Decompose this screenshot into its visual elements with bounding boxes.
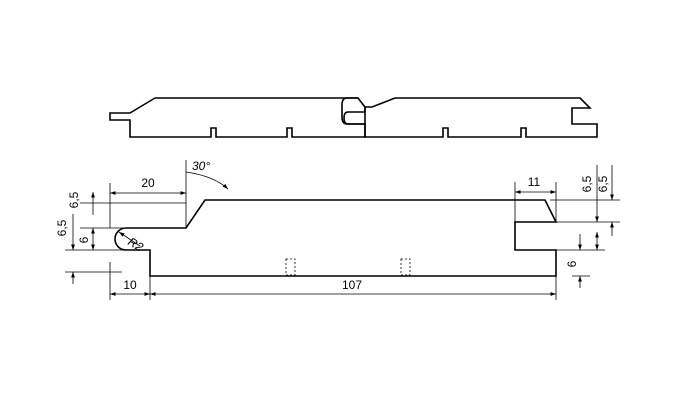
dimensions: 20 30° 6,5 6 6,5 R2 10 107 11 — [55, 159, 620, 300]
relief-slot-right — [400, 258, 411, 276]
dim-board-width: 107 — [342, 278, 362, 292]
assembled-boards — [109, 97, 598, 138]
dim-top-width: 20 — [141, 176, 155, 190]
left-board-outline — [109, 97, 366, 138]
dim-groove-depth: 11 — [528, 175, 541, 189]
relief-slot-left — [285, 258, 296, 276]
right-board-outline — [343, 97, 598, 138]
dim-right-lower: 6 — [565, 260, 579, 267]
dim-tongue-length: 10 — [123, 278, 137, 292]
dim-angle: 30° — [192, 159, 210, 173]
dim-right-upper-b: 6,5 — [580, 175, 594, 192]
dim-radius: R2 — [126, 234, 147, 254]
board-profile-outline — [114, 199, 558, 277]
dim-right-upper-a: 6,5 — [596, 175, 610, 192]
single-board-profile — [114, 199, 558, 277]
dim-left-offset: 6,5 — [67, 191, 81, 208]
dim-left-lower: 6,5 — [55, 219, 69, 236]
dim-tongue-thickness: 6 — [77, 236, 91, 243]
